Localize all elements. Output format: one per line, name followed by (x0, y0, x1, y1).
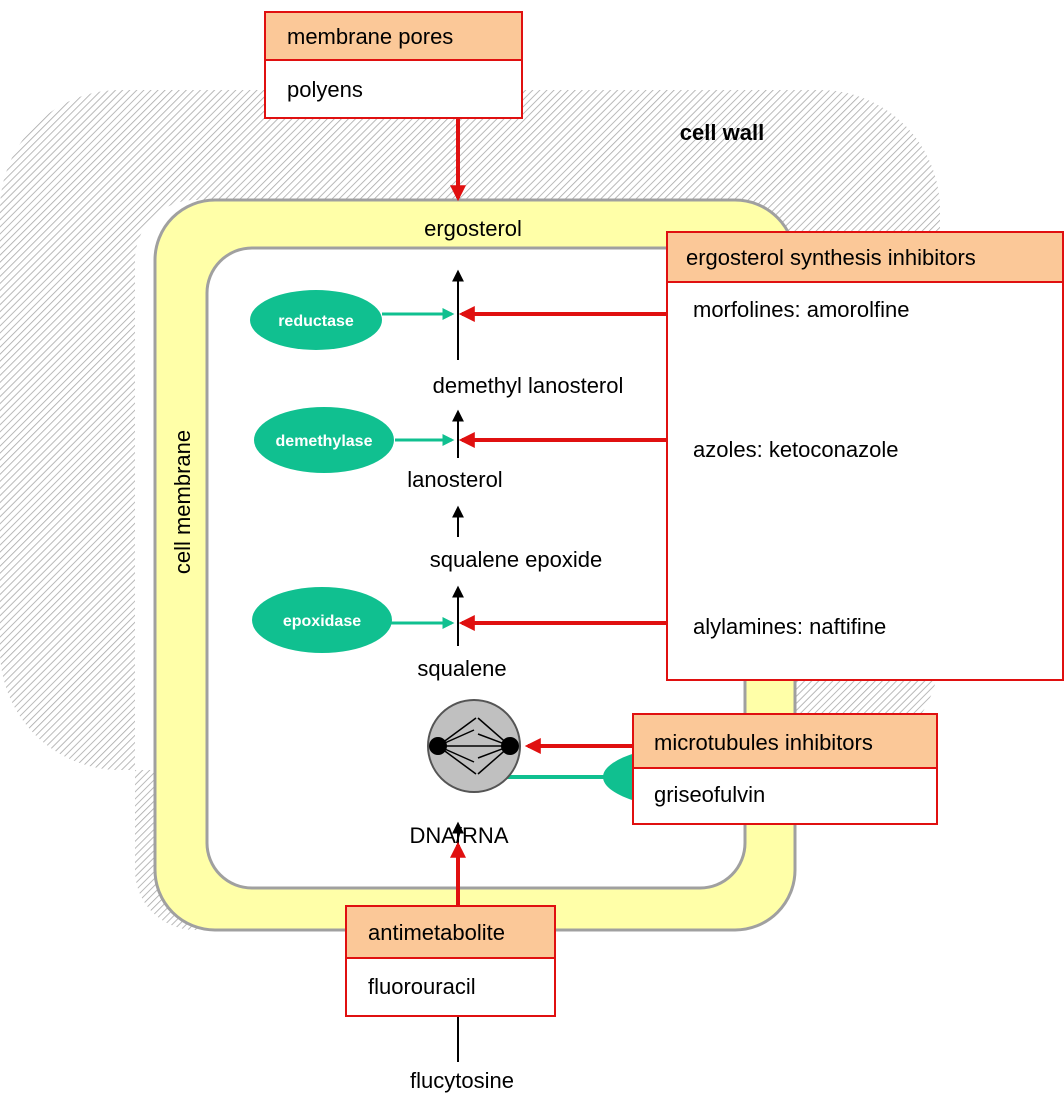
microtubules-title: microtubules inhibitors (654, 730, 873, 755)
microtubules-box: microtubules inhibitors griseofulvin (632, 713, 938, 825)
ergosterol-synthesis-title: ergosterol synthesis inhibitors (686, 245, 976, 270)
epoxidase-label: epoxidase (283, 613, 361, 630)
cell-membrane-label: cell membrane (170, 430, 195, 574)
antimetabolite-title: antimetabolite (368, 920, 505, 945)
amorolfine-drug: morfolines: amorolfine (693, 297, 909, 322)
membrane-pores-title: membrane pores (287, 24, 453, 49)
cell-wall (0, 90, 940, 930)
membrane-pores-box: membrane pores polyens (264, 11, 523, 119)
naftifine-drug: alylamines: naftifine (693, 614, 886, 639)
ergosterol-synthesis-box: ergosterol synthesis inhibitors morfolin… (666, 231, 1064, 681)
ergosterol-label: ergosterol (424, 216, 522, 241)
fluorouracil-drug: fluorouracil (368, 974, 476, 999)
reductase-label: reductase (278, 313, 354, 330)
epoxidase-enzyme: epoxidase (252, 587, 392, 653)
polyens-drug: polyens (287, 77, 363, 102)
mitotic-spindle-icon (427, 699, 521, 793)
griseofulvin-drug: griseofulvin (654, 782, 765, 807)
cell-wall-label: cell wall (680, 120, 764, 145)
flucytosine-label: flucytosine (410, 1068, 514, 1093)
reductase-enzyme: reductase (250, 290, 382, 350)
demethyl-lanosterol-label: demethyl lanosterol (433, 373, 624, 398)
demethylase-label: demethylase (276, 433, 373, 450)
antimetabolite-box: antimetabolite fluorouracil (345, 905, 556, 1017)
squalene-epoxide-label: squalene epoxide (430, 547, 602, 572)
lanosterol-label: lanosterol (407, 467, 502, 492)
dna-rna-label: DNA/RNA (409, 823, 508, 848)
demethylase-enzyme: demethylase (254, 407, 394, 473)
ketoconazole-drug: azoles: ketoconazole (693, 437, 898, 462)
squalene-label: squalene (417, 656, 506, 681)
